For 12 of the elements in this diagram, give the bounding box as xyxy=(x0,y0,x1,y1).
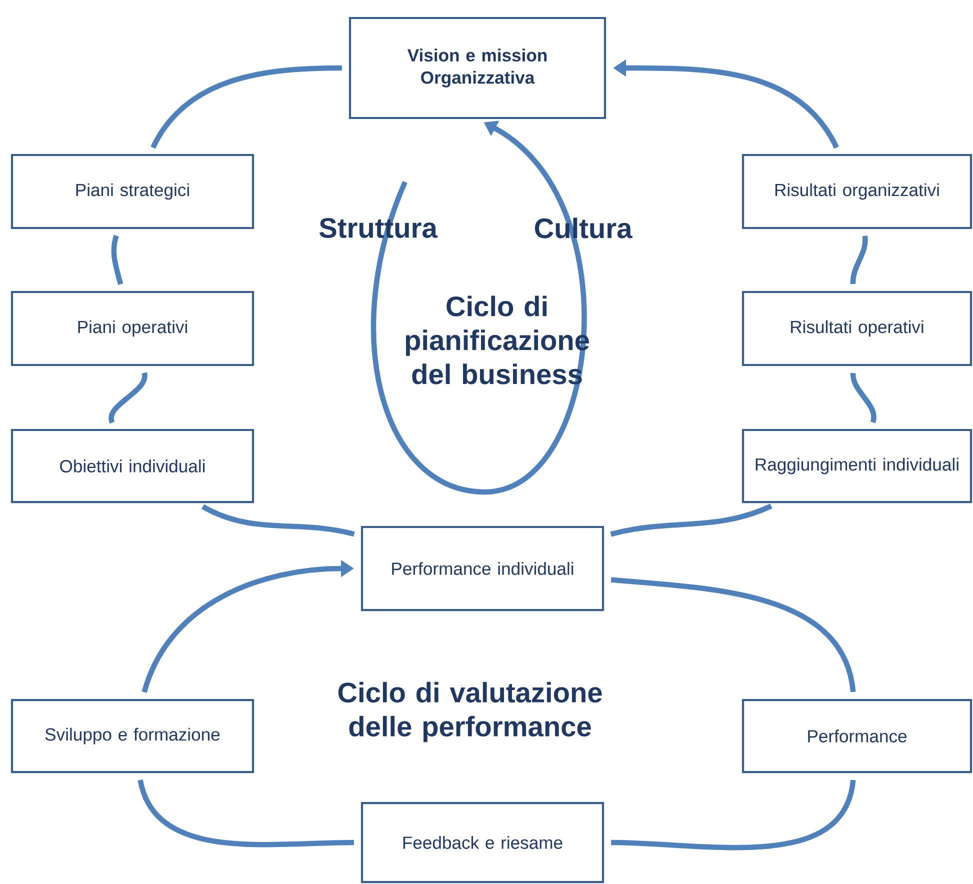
process-box: Vision e mission Organizzativa xyxy=(348,16,606,120)
process-box: Performance xyxy=(742,698,972,774)
process-box: Obiettivi individuali xyxy=(10,428,254,504)
cycle-label: Ciclo di valutazione delle performance xyxy=(338,682,602,742)
process-box: Piani strategici xyxy=(10,154,254,230)
process-box: Piani operativi xyxy=(10,290,254,366)
process-box: Raggiungimenti individuali xyxy=(742,428,972,504)
process-box: Risultati operativi xyxy=(742,290,972,366)
process-box: Sviluppo e formazione xyxy=(10,698,254,774)
process-box: Performance individuali xyxy=(360,526,604,612)
process-box: Risultati organizzativi xyxy=(742,154,972,230)
process-box: Feedback e riesame xyxy=(360,802,604,884)
